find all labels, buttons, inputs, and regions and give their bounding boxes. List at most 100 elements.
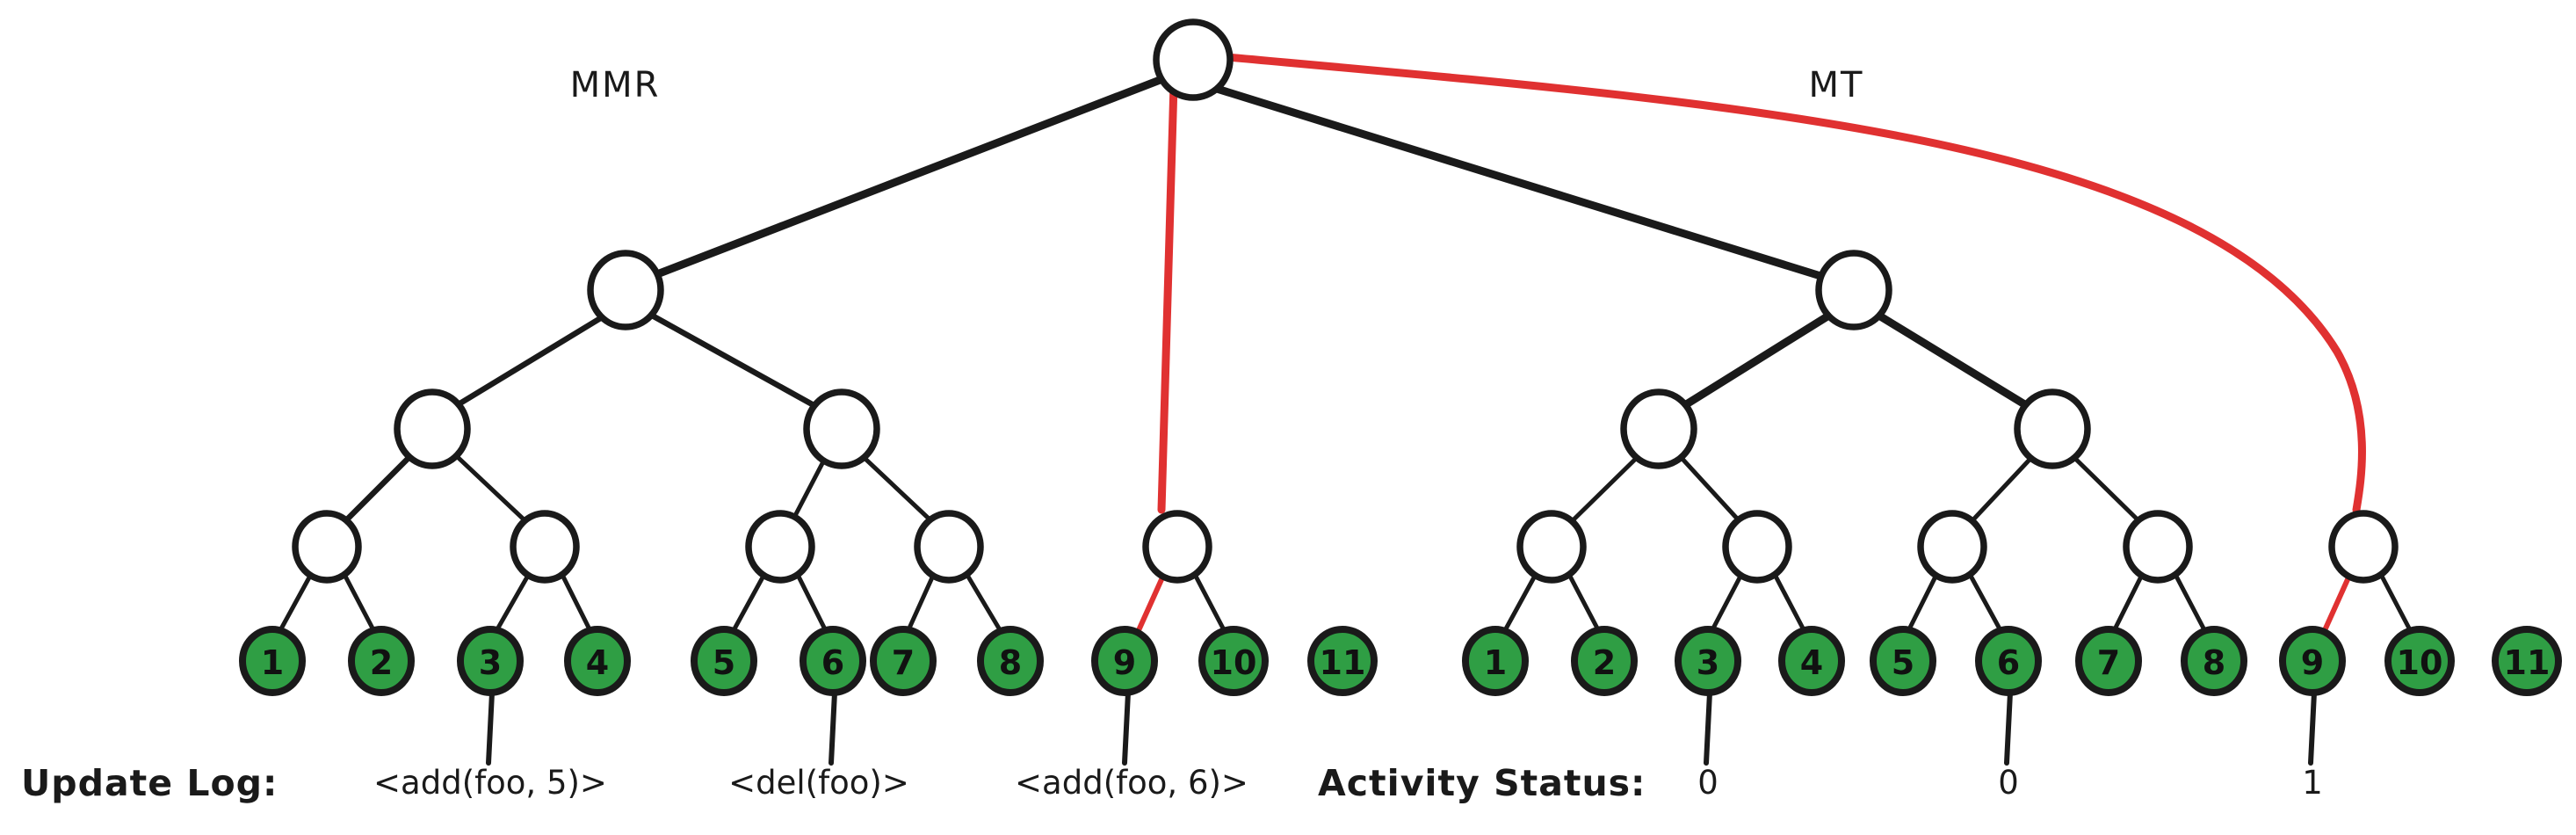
leaf-label: 11 — [2504, 643, 2551, 682]
leaf-label: 2 — [1593, 643, 1616, 682]
leaf-node[interactable]: 6 — [800, 626, 866, 696]
leaf-mmr-7[interactable] — [870, 626, 937, 696]
leaf-mt-2[interactable] — [1571, 626, 1638, 696]
leaf-mmr-8[interactable] — [977, 626, 1044, 696]
leaf-node[interactable]: 7 — [2075, 626, 2142, 696]
leaf-label: 8 — [999, 643, 1022, 682]
node-mt-l3a[interactable] — [1516, 510, 1587, 584]
edge-mmr-l2a-to-l3b — [444, 444, 539, 534]
leaf-label: 10 — [2397, 643, 2443, 682]
leaf-node[interactable]: 4 — [1778, 626, 1845, 696]
node-mt-l3c[interactable] — [1917, 510, 1987, 584]
leaf-label: 11 — [1320, 643, 1366, 682]
edge-mmr-l2b-to-l3d — [850, 444, 944, 534]
tick-mmr-leaf6 — [829, 690, 837, 766]
leaf-label: 8 — [2203, 643, 2225, 682]
leaf-node[interactable]: 10 — [1198, 626, 1269, 696]
leaf-label: 7 — [2097, 643, 2120, 682]
update-log-row: Update Log: <add(foo, 5)> <del(foo)> <ad… — [21, 762, 1248, 804]
annotation-ticks — [486, 690, 2317, 766]
leaf-mmr-11[interactable] — [1307, 626, 1378, 696]
node-root[interactable] — [1153, 18, 1234, 101]
edge-mt-l2a-to-l3b — [1668, 444, 1751, 534]
leaf-mt-4[interactable] — [1778, 626, 1845, 696]
leaf-label: 1 — [261, 643, 284, 682]
leaf-label: 9 — [1113, 643, 1136, 682]
leaf-node[interactable]: 4 — [564, 626, 631, 696]
node-mmr-l3d[interactable] — [914, 510, 984, 584]
node-mmr-l3a[interactable] — [292, 510, 362, 584]
leaf-mmr-4[interactable] — [564, 626, 631, 696]
node-mt-l3e[interactable] — [2328, 510, 2399, 584]
leaf-label: 3 — [1697, 643, 1719, 682]
activity-status-value: 0 — [1697, 764, 1719, 802]
leaf-mt-5[interactable] — [1870, 626, 1936, 696]
tick-mt-leaf3 — [1704, 690, 1712, 766]
edge-mmr-l1-to-l2a — [438, 306, 619, 418]
leaf-mmr-2[interactable] — [348, 626, 415, 696]
leaf-mmr-10[interactable] — [1198, 626, 1269, 696]
tree-label-mmr: MMR — [570, 65, 661, 105]
edge-mt-l2b-to-l3d — [2060, 444, 2152, 534]
leaf-node[interactable]: 1 — [239, 626, 306, 696]
update-log-entry: <add(foo, 5)> — [373, 764, 607, 802]
tick-mt-leaf6 — [2004, 690, 2013, 766]
edge-mmr-l1-to-l2b — [634, 304, 835, 418]
edge-red-root-to-mmr-l3e — [1157, 80, 1178, 514]
node-mmr-l1[interactable] — [587, 250, 664, 330]
leaf-node[interactable]: 5 — [691, 626, 757, 696]
leaf-mmr-5[interactable] — [691, 626, 757, 696]
node-mt-l2a[interactable] — [1620, 388, 1697, 469]
leaf-mt-1[interactable] — [1462, 626, 1529, 696]
update-log-caption: Update Log: — [21, 762, 278, 804]
leaf-node[interactable]: 8 — [2181, 626, 2247, 696]
leaf-label: 6 — [821, 643, 844, 682]
node-mt-l3d[interactable] — [2123, 510, 2193, 584]
leaf-node[interactable]: 2 — [348, 626, 415, 696]
leaf-node[interactable]: 5 — [1870, 626, 1936, 696]
right-tree-internal-nodes — [1516, 250, 2399, 584]
tick-mmr-leaf9 — [1122, 690, 1131, 766]
leaf-node[interactable]: 11 — [1307, 626, 1378, 696]
leaf-label: 2 — [370, 643, 393, 682]
leaf-node[interactable]: 11 — [2492, 626, 2562, 696]
leaf-mt-7[interactable] — [2075, 626, 2142, 696]
leaf-label: 5 — [1892, 643, 1914, 682]
node-mmr-l3c[interactable] — [745, 510, 815, 584]
node-mmr-l2a[interactable] — [394, 388, 471, 469]
leaf-node[interactable]: 2 — [1571, 626, 1638, 696]
edge-root-to-mmr-subroot — [630, 73, 1171, 287]
tick-mt-leaf9 — [2308, 690, 2317, 766]
leaf-node[interactable]: 10 — [2384, 626, 2455, 696]
leaf-node[interactable]: 8 — [977, 626, 1044, 696]
leaf-label: 4 — [1800, 643, 1823, 682]
left-tree-internal-nodes — [292, 250, 1212, 584]
tick-mmr-leaf3 — [486, 690, 495, 766]
leaf-mmr-9[interactable] — [1091, 626, 1158, 696]
leaf-node[interactable]: 9 — [2279, 626, 2346, 696]
leaf-node[interactable]: 3 — [457, 626, 524, 696]
node-mmr-l3e[interactable] — [1142, 510, 1212, 584]
leaf-node[interactable]: 6 — [1975, 626, 2042, 696]
leaf-mt-11[interactable] — [2492, 626, 2562, 696]
leaf-node[interactable]: 3 — [1675, 626, 1741, 696]
leaf-mmr-1[interactable] — [239, 626, 306, 696]
activity-status-value: 0 — [1998, 764, 2019, 802]
node-mt-l2b[interactable] — [2014, 388, 2091, 469]
edge-mt-l1-to-l2b — [1862, 303, 2046, 419]
node-mmr-l2b[interactable] — [803, 388, 880, 469]
left-tree-leaves: 1 2 3 4 5 6 7 — [239, 626, 1378, 696]
tree-label-mt: MT — [1809, 65, 1864, 105]
leaf-mt-10[interactable] — [2384, 626, 2455, 696]
node-mmr-l3b[interactable] — [510, 510, 580, 584]
node-mt-l1[interactable] — [1815, 250, 1892, 330]
leaf-node[interactable]: 7 — [870, 626, 937, 696]
leaf-node[interactable]: 1 — [1462, 626, 1529, 696]
leaf-mt-8[interactable] — [2181, 626, 2247, 696]
update-log-entry: <del(foo)> — [728, 764, 909, 802]
edge-root-to-mt-subroot — [1187, 76, 1848, 287]
node-mt-l3b[interactable] — [1722, 510, 1792, 584]
leaf-label: 5 — [713, 643, 735, 682]
leaf-node[interactable]: 9 — [1091, 626, 1158, 696]
